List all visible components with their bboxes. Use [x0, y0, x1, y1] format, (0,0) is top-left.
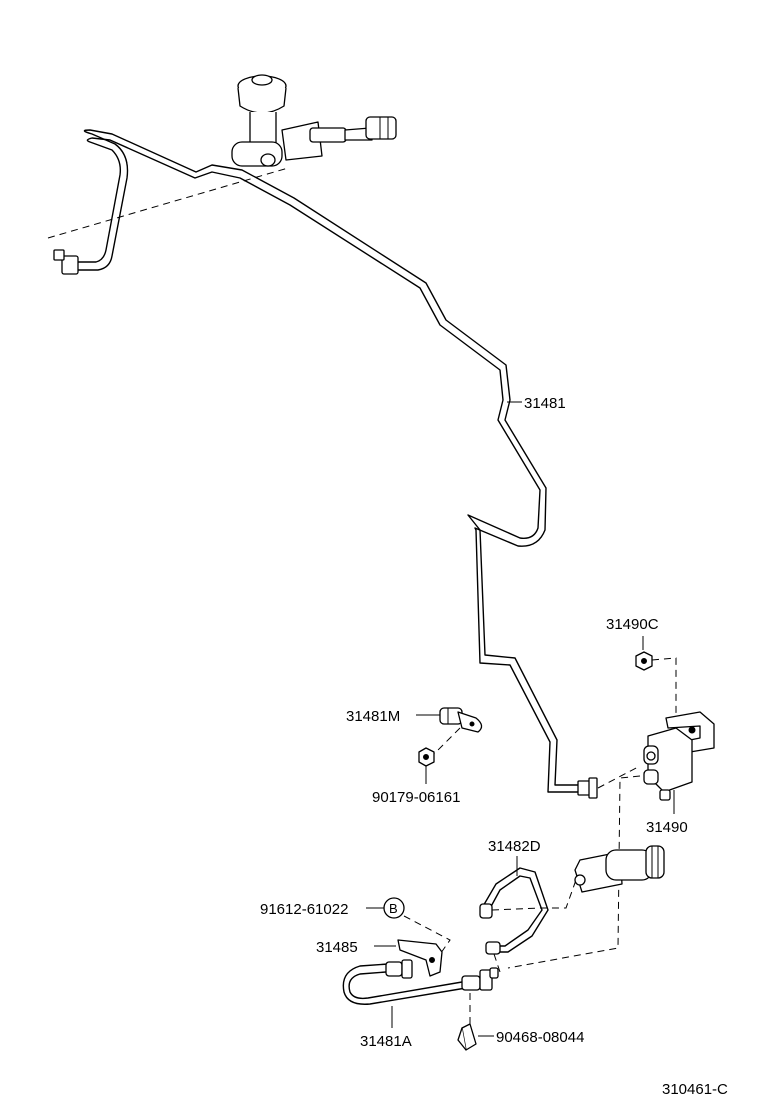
tube-31482D — [479, 867, 549, 955]
bracket-31485 — [397, 939, 443, 977]
part-number-31481M: 31481M — [346, 708, 400, 725]
diagram-id: 310461-C — [662, 1081, 728, 1098]
svg-text:B: B — [389, 901, 398, 916]
clutch-line-tube-31481 — [53, 129, 598, 799]
nut-31490C — [635, 651, 653, 671]
flexible-hose-31481A — [342, 959, 499, 1005]
clamp-31481M — [439, 707, 483, 733]
guide-31481A — [493, 953, 501, 973]
junction-block-31490 — [643, 711, 715, 801]
part-number-31482D: 31482D — [488, 838, 541, 855]
clutch-release-cylinder — [574, 845, 665, 893]
guide-91612 — [403, 915, 451, 961]
part-number-31490: 31490 — [646, 819, 688, 836]
assembly-guide-line — [47, 167, 289, 239]
part-number-90179-06161: 90179-06161 — [372, 789, 460, 806]
part-number-31481A: 31481A — [360, 1033, 412, 1050]
clutch-master-cylinder — [231, 74, 397, 167]
guide-31490-to-tube — [597, 765, 641, 789]
part-number-91612-61022: 91612-61022 — [260, 901, 348, 918]
callout-b: B — [383, 897, 405, 919]
part-number-31485: 31485 — [316, 939, 358, 956]
part-number-31481: 31481 — [524, 395, 566, 412]
part-number-90468-08044: 90468-08044 — [496, 1029, 584, 1046]
guide-31490-down — [507, 775, 641, 969]
guide-31482D — [491, 879, 577, 911]
part-number-31490C: 31490C — [606, 616, 659, 633]
clip-90468-08044 — [457, 1023, 477, 1051]
nut-90179-06161 — [418, 747, 435, 767]
guide-31490C — [651, 657, 677, 720]
